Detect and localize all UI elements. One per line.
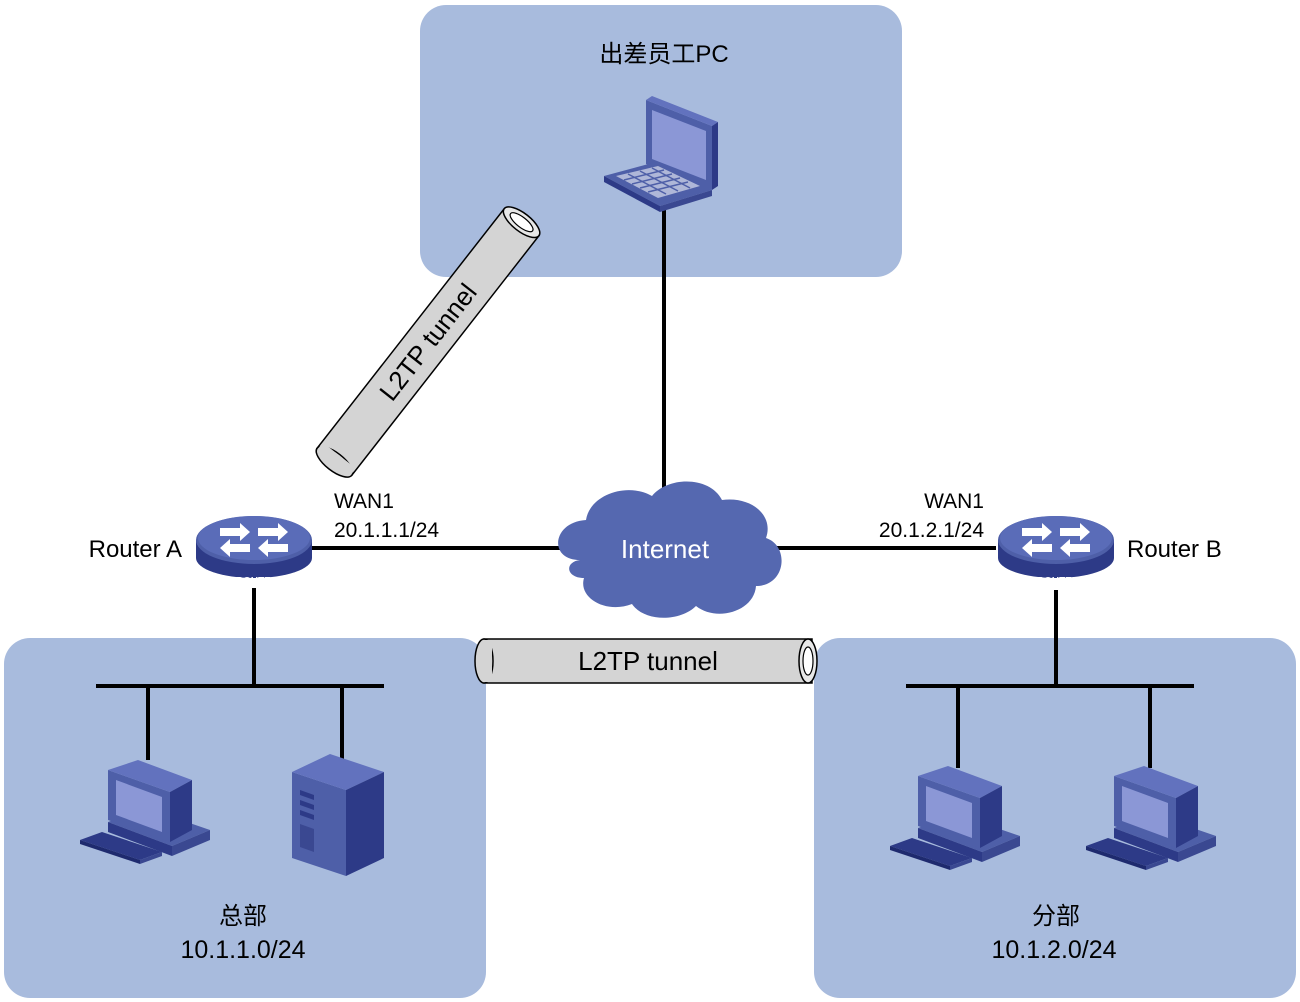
remote-region-title: 出差员工PC [599,41,728,68]
remote-tunnel-label: L2TP tunnel [373,278,483,407]
router-a-ip: 20.1.1.1/24 [334,519,439,542]
router-b-name: Router B [1127,536,1222,563]
internet-label: Internet [621,534,710,564]
connection-lines [96,210,1194,768]
router-a-name: Router A [89,536,182,563]
router-b-iface: WAN1 [924,490,984,513]
router-a-icon [196,516,312,578]
router-a-badge: ROUTER [236,576,279,587]
router-b-icon [998,516,1114,578]
server-icon [292,754,384,876]
router-b-ip: 20.1.2.1/24 [879,519,984,542]
router-a-iface: WAN1 [334,490,394,513]
hq-region [4,638,486,998]
branch-region-title: 分部 [1032,903,1080,930]
branch-region [814,638,1296,998]
hq-region-title: 总部 [219,903,267,930]
hq-subnet: 10.1.1.0/24 [180,936,305,964]
cloud-icon [558,481,782,618]
laptop-icon [604,96,718,212]
site-tunnel-label: L2TP tunnel [578,646,718,676]
router-b-badge: ROUTER [1037,576,1080,587]
branch-subnet: 10.1.2.0/24 [991,936,1116,964]
site-l2tp-tunnel: L2TP tunnel [474,638,818,684]
